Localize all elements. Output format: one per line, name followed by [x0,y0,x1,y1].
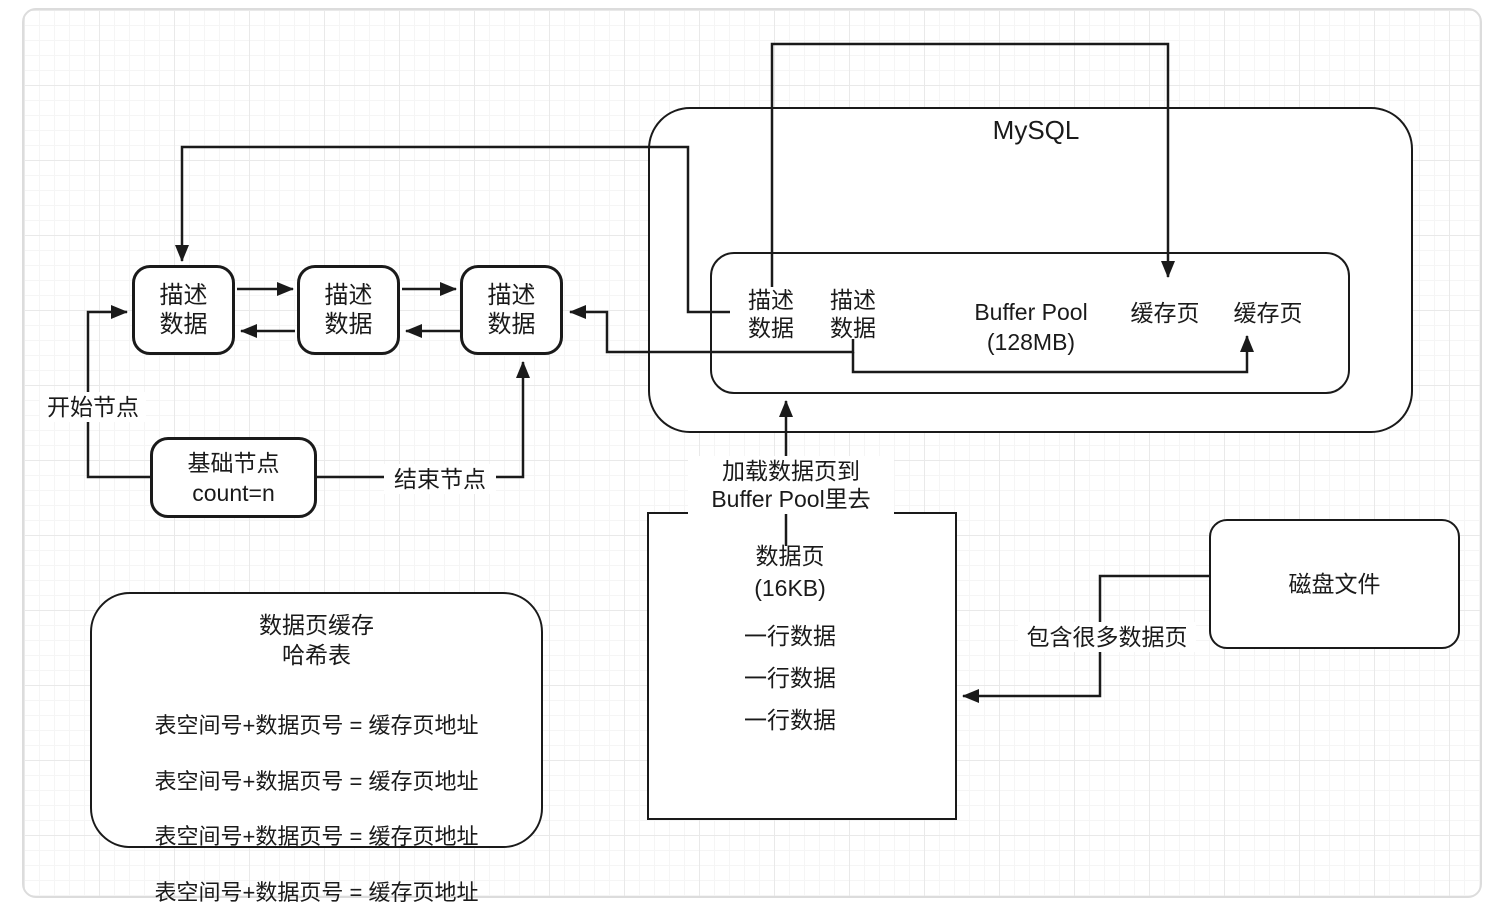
disk-file-box: 磁盘文件 [1209,519,1460,649]
hash-table-box [90,592,543,848]
data-page-row-3: 一行数据 [744,707,836,733]
hash-row: 表空间号+数据页号 = 缓存页地址 [154,713,479,738]
buffer-pool-box [710,252,1350,394]
cache-page-label-2: 缓存页 [1233,300,1303,326]
edge-basenode-to-node3-end [317,361,530,479]
cache-page-label-1: 缓存页 [1130,300,1200,326]
edge-bpdesc2-to-node3 [569,305,855,354]
edge-bpdesc1-to-node1 [175,145,730,314]
contains-pages-label: 包含很多数据页 [1018,622,1196,652]
desc-node-3: 描述 数据 [460,265,563,355]
desc-node-1: 描述 数据 [132,265,235,355]
data-page-row-2: 一行数据 [744,665,836,691]
data-page-row-1: 一行数据 [744,623,836,649]
data-page-box [647,512,957,820]
hash-table-rows: 表空间号+数据页号 = 缓存页地址 表空间号+数据页号 = 缓存页地址 表空间号… [96,684,537,903]
buffer-pool-desc-label-2: 描述 数据 [830,287,876,341]
load-to-bufferpool-label: 加载数据页到 Buffer Pool里去 [688,456,894,514]
hash-table-title: 数据页缓存 哈希表 [259,612,374,668]
hash-row: 表空间号+数据页号 = 缓存页地址 [154,824,479,849]
data-page-title: 数据页 (16KB) [754,543,826,601]
base-node: 基础节点 count=n [150,437,317,518]
buffer-pool-desc-label-1: 描述 数据 [748,287,794,341]
edge-bpdesc2-to-cachepage2 [851,335,1254,374]
buffer-pool-title: Buffer Pool (128MB) [974,299,1088,355]
desc-node-2: 描述 数据 [297,265,400,355]
mysql-title: MySQL [992,115,1080,145]
hash-row: 表空间号+数据页号 = 缓存页地址 [154,768,479,794]
start-node-label: 开始节点 [40,392,146,422]
edge-bpdesc1-to-cachepage1 [770,42,1175,287]
hash-row: 表空间号+数据页号 = 缓存页地址 [154,879,479,903]
end-node-label: 结束节点 [384,464,496,494]
